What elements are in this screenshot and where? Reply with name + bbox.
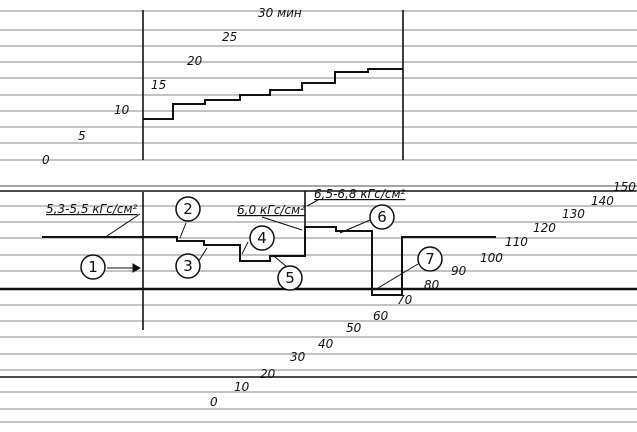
annotation-initial-pressure: 5,3-5,5 кГс/см² (46, 202, 138, 216)
marker-label-7: 7 (425, 250, 435, 268)
leader-1-arrowhead (132, 263, 142, 273)
pressure-label-110: 110 (505, 235, 528, 249)
marker-label-2: 2 (183, 200, 193, 218)
time-step-trace (143, 68, 403, 120)
pressure-label-150: 150 (613, 180, 636, 194)
pressure-label-90: 90 (451, 264, 467, 278)
annotation-mid-pressure: 6,0 кГс/см² (237, 203, 305, 217)
marker-6: 6 (369, 204, 395, 230)
leader-7 (377, 263, 419, 289)
leader-3 (197, 247, 208, 263)
numbered-markers: 1 2 3 4 5 6 7 (80, 196, 443, 291)
pressure-label-130: 130 (562, 207, 585, 221)
marker-circle-4 (249, 225, 275, 251)
pressure-label-80: 80 (424, 278, 440, 292)
marker-label-1: 1 (88, 258, 98, 276)
leader-6 (339, 219, 371, 234)
pressure-label-30: 30 (290, 350, 306, 364)
leader-p-mid (261, 216, 303, 231)
pressure-label-70: 70 (397, 293, 413, 307)
leader-5 (274, 256, 288, 268)
marker-circle-2 (175, 196, 201, 222)
pressure-label-40: 40 (318, 337, 334, 351)
pressure-label-60: 60 (373, 309, 389, 323)
leader-2 (179, 222, 187, 239)
time-label-10: 10 (114, 103, 130, 117)
marker-1: 1 (80, 254, 106, 280)
time-label-0: 0 (42, 153, 50, 167)
pressure-label-10: 10 (234, 380, 250, 394)
marker-4: 4 (249, 225, 275, 251)
time-label-15: 15 (151, 78, 166, 92)
leader-p-initial (103, 213, 141, 239)
marker-label-4: 4 (257, 229, 267, 247)
pressure-label-50: 50 (346, 321, 362, 335)
pressure-label-20: 20 (260, 367, 276, 381)
time-label-5: 5 (78, 129, 86, 143)
marker-7: 7 (417, 246, 443, 272)
marker-label-6: 6 (377, 208, 387, 226)
marker-label-3: 3 (183, 257, 193, 275)
annotation-high-pressure: 6,5-6,8 кГс/см² (314, 187, 406, 201)
marker-circle-3 (175, 253, 201, 279)
marker-circle-5 (277, 265, 303, 291)
leader-p-high (306, 199, 319, 207)
pressure-label-0: 0 (210, 395, 218, 409)
time-label-20: 20 (187, 54, 203, 68)
time-label-25: 25 (222, 30, 237, 44)
marker-circle-6 (369, 204, 395, 230)
pressure-label-140: 140 (591, 194, 614, 208)
time-label-30: 30 мин (258, 6, 302, 20)
recorder-grid-lines (0, 10, 637, 423)
leader-4 (241, 241, 249, 255)
marker-3: 3 (175, 253, 201, 279)
marker-circle-1 (80, 254, 106, 280)
pressure-label-100: 100 (480, 251, 503, 265)
marker-5: 5 (277, 265, 303, 291)
pressure-step-trace (42, 226, 496, 296)
marker-2: 2 (175, 196, 201, 222)
time-panel-frame (142, 10, 404, 330)
pressure-label-120: 120 (533, 221, 556, 235)
leader-lines (103, 199, 419, 289)
marker-circle-7 (417, 246, 443, 272)
marker-label-5: 5 (285, 269, 295, 287)
